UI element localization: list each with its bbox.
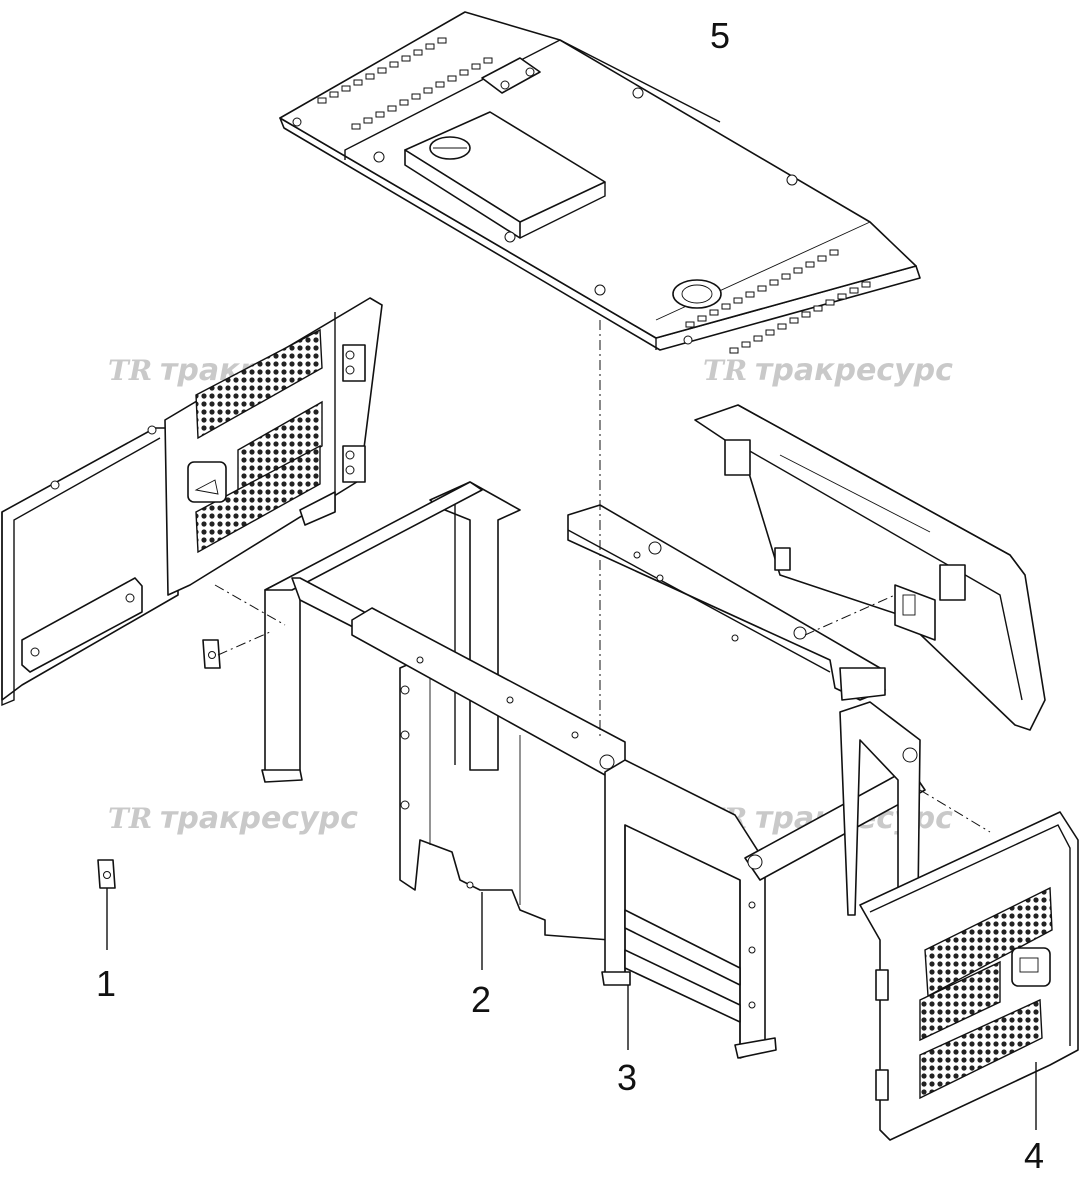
callout-4: 4 [1024,1135,1044,1176]
callout-labels: 1 2 3 4 5 [96,15,1044,1176]
callout-2: 2 [471,979,491,1020]
cross-member-rail [567,504,886,701]
part-1-handrail [84,639,221,889]
callout-5: 5 [710,15,730,56]
leader-lines [106,39,1037,1130]
part-3-frame [261,481,926,1059]
assembly-center-lines [214,320,991,833]
part-4-front-grille-door [859,811,1079,1141]
watermark-top-right: TR тракресурс [703,353,953,388]
watermark-logo: TR [108,802,152,835]
watermark-text: тракресурс [755,353,953,388]
vent-slots-rear [317,37,493,130]
left-side-door-panel [1,297,383,707]
callout-1: 1 [96,963,116,1004]
watermark-text: тракресурс [160,801,358,836]
callout-3: 3 [617,1057,637,1098]
watermark-logo: TR [108,354,152,387]
vent-slots-front [685,249,871,354]
part-5-roof-panel [279,11,921,354]
watermark-logo: TR [703,354,747,387]
right-side-curved-panel [694,404,1046,731]
watermark-bottom-left: TR тракресурс [108,801,358,836]
